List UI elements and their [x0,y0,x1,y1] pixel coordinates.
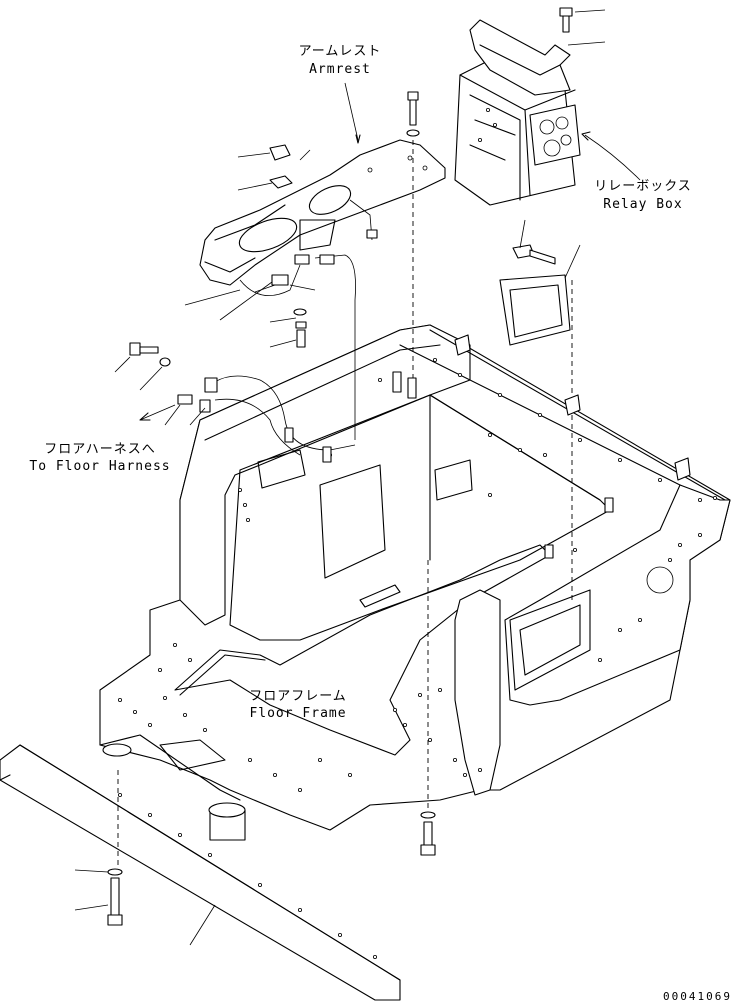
floor-frame-label-jp: フロアフレーム [249,689,347,704]
frame-holes [118,357,718,960]
floor-frame-label-en: Floor Frame [249,706,346,721]
document-number: 00041069 [663,990,732,1003]
relay-plate [499,244,573,600]
armrest-label-jp: アームレスト [299,44,382,59]
armrest-bolt [406,91,420,390]
floor-harness [129,342,356,456]
floor-frame [0,324,731,1001]
callout-labels: アームレスト Armrest リレーボックス Relay Box フロアハーネス… [29,44,732,1003]
frame-posts [284,334,691,608]
relay-box-label-jp: リレーボックス [594,179,692,194]
floor-harness-label-jp: フロアハーネスへ [44,442,155,457]
armrest-label-en: Armrest [309,62,371,77]
front-bolts [107,560,436,926]
armrest [199,139,446,440]
relay-box-label-en: Relay Box [603,197,682,212]
floor-harness-label-en: To Floor Harness [29,459,170,474]
relay-box [454,7,581,206]
leader-lines [74,9,641,946]
